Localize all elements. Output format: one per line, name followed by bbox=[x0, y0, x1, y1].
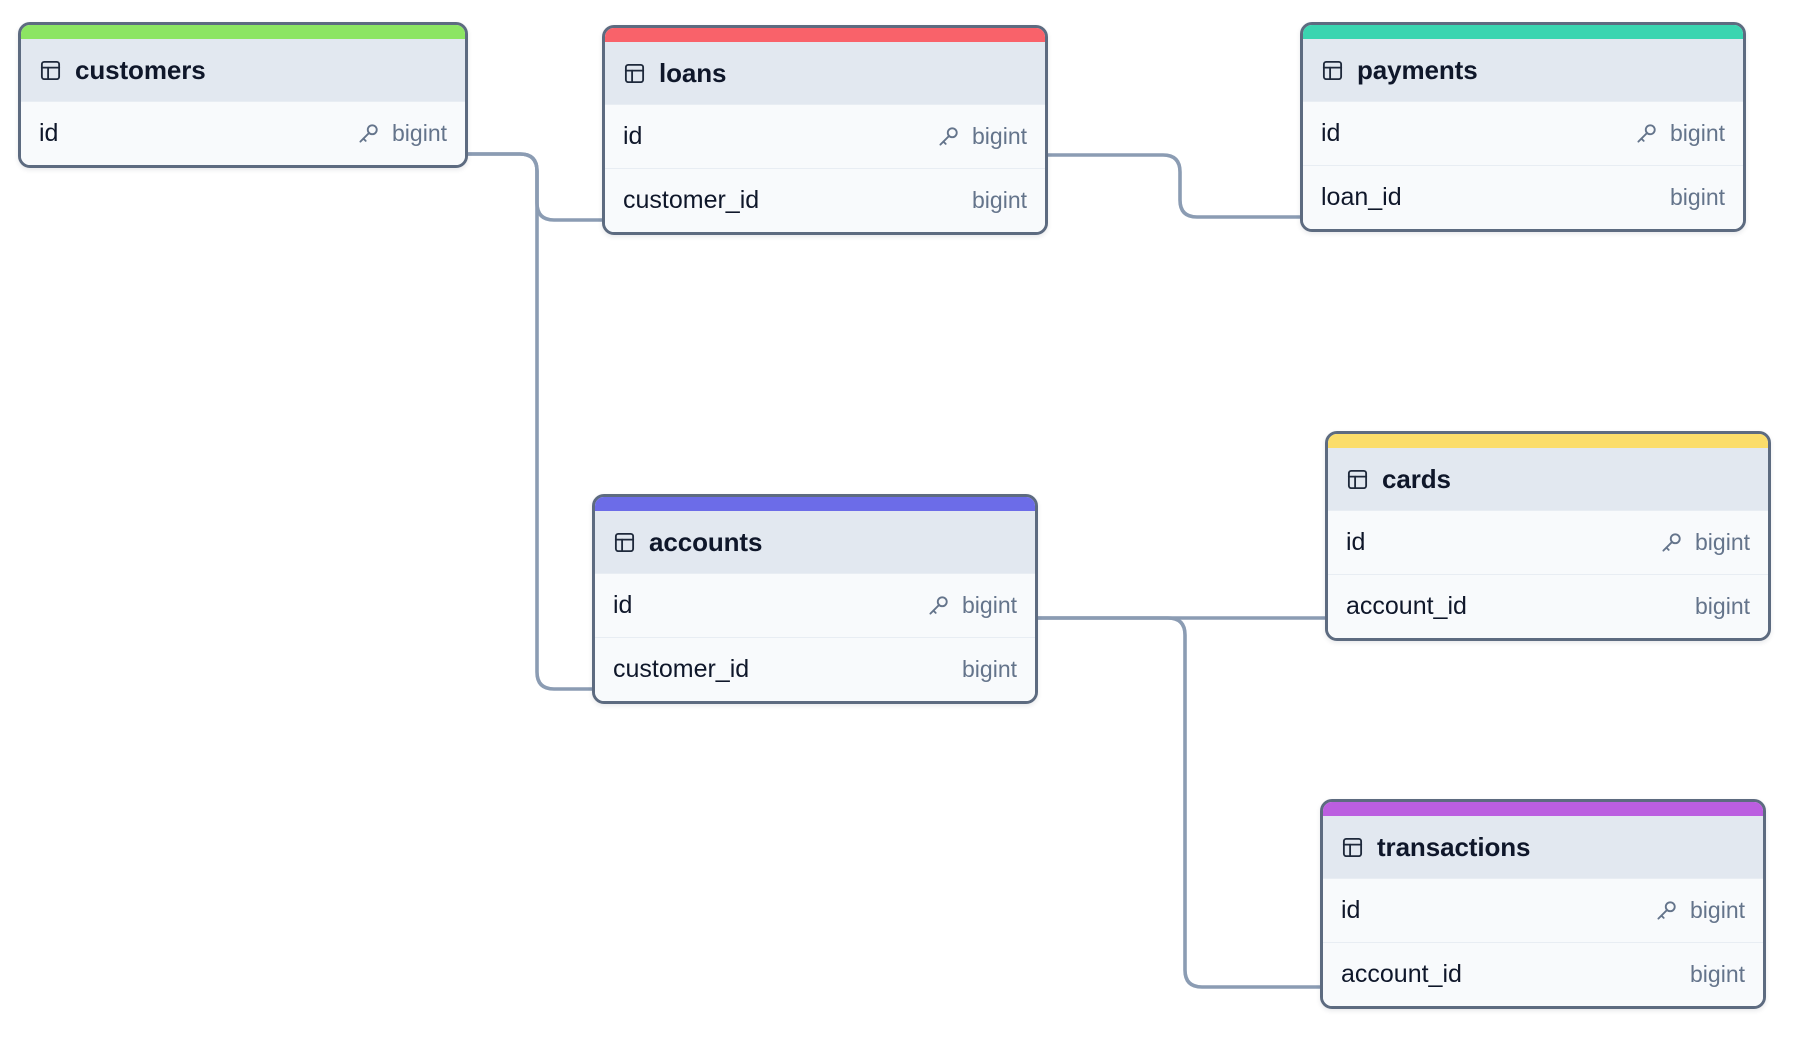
field-meta: bigint bbox=[936, 123, 1027, 150]
table-icon bbox=[1347, 469, 1368, 489]
table-accent-bar bbox=[1323, 802, 1763, 816]
field-type: bigint bbox=[1670, 184, 1725, 210]
field-type: bigint bbox=[392, 120, 447, 146]
table-icon bbox=[624, 63, 645, 83]
table-header[interactable]: accounts bbox=[595, 511, 1035, 573]
relationship-edge[interactable] bbox=[466, 152, 594, 691]
table-header[interactable]: cards bbox=[1328, 448, 1768, 510]
field-type: bigint bbox=[972, 123, 1027, 149]
field-type: bigint bbox=[962, 656, 1017, 682]
field-meta: bigint bbox=[1670, 184, 1725, 211]
table-name: loans bbox=[659, 57, 727, 88]
table-field-row[interactable]: id bigint bbox=[595, 573, 1035, 637]
field-type: bigint bbox=[1670, 120, 1725, 146]
field-type: bigint bbox=[962, 592, 1017, 618]
table-name: customers bbox=[75, 54, 206, 85]
field-meta: bigint bbox=[1690, 961, 1745, 988]
table-field-row[interactable]: id bigint bbox=[1303, 101, 1743, 165]
field-meta: bigint bbox=[356, 120, 447, 147]
table-node-cards[interactable]: cards id bigint account_id bigint bbox=[1325, 431, 1771, 641]
table-header[interactable]: loans bbox=[605, 42, 1045, 104]
table-accent-bar bbox=[1303, 25, 1743, 39]
field-meta: bigint bbox=[1654, 897, 1745, 924]
field-name: customer_id bbox=[623, 186, 760, 214]
table-accent-bar bbox=[21, 25, 465, 39]
field-type: bigint bbox=[1695, 593, 1750, 619]
key-icon bbox=[1662, 533, 1681, 552]
key-icon bbox=[359, 124, 378, 143]
table-name: accounts bbox=[649, 526, 763, 557]
table-name: cards bbox=[1382, 463, 1451, 494]
relationship-edge[interactable] bbox=[1036, 616, 1322, 989]
field-name: id bbox=[39, 119, 59, 147]
relationship-edge[interactable] bbox=[466, 152, 604, 222]
table-icon bbox=[1322, 60, 1343, 80]
field-name: id bbox=[623, 122, 643, 150]
table-field-row[interactable]: id bigint bbox=[21, 101, 465, 165]
field-name: account_id bbox=[1341, 960, 1462, 988]
field-name: id bbox=[1321, 119, 1341, 147]
key-icon bbox=[929, 596, 948, 615]
table-header[interactable]: payments bbox=[1303, 39, 1743, 101]
key-icon bbox=[939, 127, 958, 146]
table-node-loans[interactable]: loans id bigint customer_id bigint bbox=[602, 25, 1048, 235]
table-icon bbox=[614, 532, 635, 552]
key-icon bbox=[1637, 124, 1656, 143]
field-meta: bigint bbox=[926, 592, 1017, 619]
field-meta: bigint bbox=[972, 187, 1027, 214]
table-field-row[interactable]: account_id bigint bbox=[1328, 574, 1768, 638]
table-field-row[interactable]: id bigint bbox=[1323, 878, 1763, 942]
table-name: payments bbox=[1357, 54, 1478, 85]
field-meta: bigint bbox=[1659, 529, 1750, 556]
table-node-transactions[interactable]: transactions id bigint account_id bigint bbox=[1320, 799, 1766, 1009]
field-meta: bigint bbox=[1695, 593, 1750, 620]
table-header[interactable]: transactions bbox=[1323, 816, 1763, 878]
field-meta: bigint bbox=[962, 656, 1017, 683]
field-name: customer_id bbox=[613, 655, 750, 683]
table-node-customers[interactable]: customers id bigint bbox=[18, 22, 468, 168]
table-field-row[interactable]: account_id bigint bbox=[1323, 942, 1763, 1006]
table-field-row[interactable]: id bigint bbox=[1328, 510, 1768, 574]
table-field-row[interactable]: loan_id bigint bbox=[1303, 165, 1743, 229]
field-name: id bbox=[1346, 528, 1366, 556]
table-accent-bar bbox=[595, 497, 1035, 511]
relationship-edge[interactable] bbox=[1046, 153, 1302, 219]
field-name: id bbox=[1341, 896, 1361, 924]
table-icon bbox=[40, 60, 61, 80]
field-type: bigint bbox=[1690, 897, 1745, 923]
field-type: bigint bbox=[972, 187, 1027, 213]
table-node-payments[interactable]: payments id bigint loan_id bigint bbox=[1300, 22, 1746, 232]
table-node-accounts[interactable]: accounts id bigint customer_id bigint bbox=[592, 494, 1038, 704]
table-name: transactions bbox=[1377, 831, 1531, 862]
table-icon bbox=[1342, 837, 1363, 857]
table-field-row[interactable]: id bigint bbox=[605, 104, 1045, 168]
table-header[interactable]: customers bbox=[21, 39, 465, 101]
field-name: account_id bbox=[1346, 592, 1467, 620]
table-accent-bar bbox=[605, 28, 1045, 42]
table-accent-bar bbox=[1328, 434, 1768, 448]
field-name: id bbox=[613, 591, 633, 619]
table-field-row[interactable]: customer_id bigint bbox=[605, 168, 1045, 232]
table-field-row[interactable]: customer_id bigint bbox=[595, 637, 1035, 701]
field-name: loan_id bbox=[1321, 183, 1402, 211]
field-meta: bigint bbox=[1634, 120, 1725, 147]
field-type: bigint bbox=[1690, 961, 1745, 987]
key-icon bbox=[1657, 901, 1676, 920]
field-type: bigint bbox=[1695, 529, 1750, 555]
